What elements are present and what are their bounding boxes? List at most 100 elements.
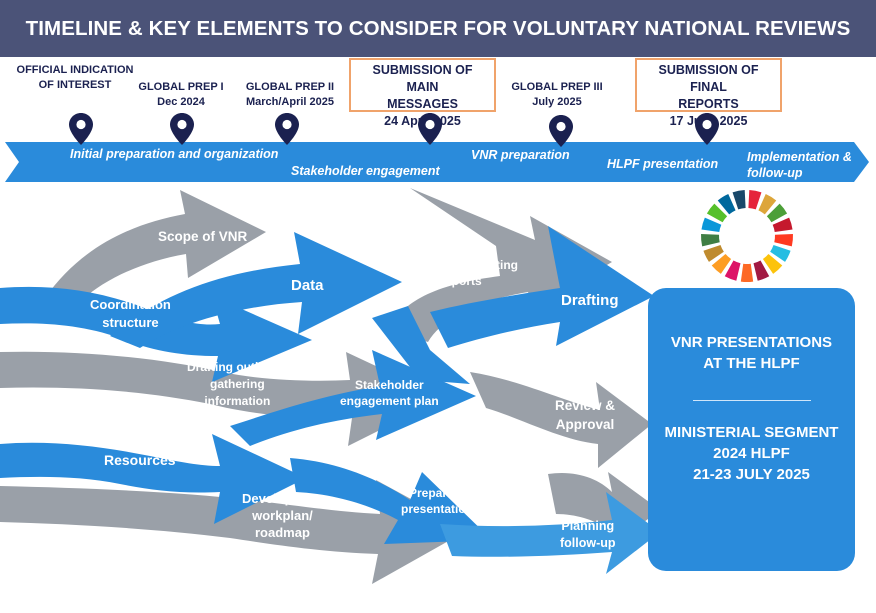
ministerial-segment-date: 21-23 JULY 2025 xyxy=(693,466,810,483)
label-drawing-existing-reports: Drawing on existing reports xyxy=(404,257,518,289)
arrow-drawing-existing-reports xyxy=(388,188,612,342)
flow-line: workplan/ xyxy=(252,508,313,523)
sdg-wheel-segment xyxy=(711,253,732,274)
flow-line: Developing a xyxy=(242,491,323,506)
flow-line: Drafting outline & xyxy=(187,360,288,374)
map-pin-icon xyxy=(418,113,442,145)
page-title: TIMELINE & KEY ELEMENTS TO CONSIDER FOR … xyxy=(0,0,876,57)
flow-line: Approval xyxy=(555,417,615,432)
milestone-line: GLOBAL PREP I xyxy=(138,81,224,93)
flow-line: engagement plan xyxy=(340,394,439,408)
phase-implementation-follow-up: Implementation & follow-up xyxy=(747,149,852,181)
milestone-line: MESSAGES xyxy=(387,97,458,111)
milestone-line: SUBMISSION OF FINAL xyxy=(658,63,759,94)
phase-line: follow-up xyxy=(747,166,803,180)
flow-line: presentation xyxy=(401,502,474,516)
milestone-line: OFFICIAL INDICATION xyxy=(16,64,134,76)
label-drafting-outline: Drafting outline & gathering information xyxy=(187,359,288,410)
phase-vnr-preparation: VNR preparation xyxy=(471,148,570,162)
vnr-box-divider xyxy=(692,400,811,401)
vnr-presentations-box: VNR PRESENTATIONS AT THE HLPF MINISTERIA… xyxy=(648,288,855,571)
vnr-box-title-line: VNR PRESENTATIONS xyxy=(670,334,833,351)
arrow-preparing-presentation xyxy=(290,458,492,544)
map-pin-icon xyxy=(695,113,719,145)
phase-stakeholder-engagement: Stakeholder engagement xyxy=(291,164,440,178)
map-pin-icon xyxy=(549,115,573,147)
arrow-gray-lower xyxy=(548,472,660,552)
label-coordination-structure: Coordination structure xyxy=(90,296,171,332)
label-drafting: Drafting xyxy=(561,292,619,309)
arrow-review-approval xyxy=(470,372,652,468)
arrow-scope-of-vnr xyxy=(45,190,266,300)
vnr-box-title-line: AT THE HLPF xyxy=(703,355,800,372)
blue-arrows xyxy=(0,226,654,544)
label-resources: Resources xyxy=(104,452,176,468)
label-planning-follow-up: Planning follow-up xyxy=(560,518,616,552)
milestone-global-prep-1: GLOBAL PREP I Dec 2024 xyxy=(126,80,236,110)
label-stakeholder-engagement-plan: Stakeholder engagement plan xyxy=(340,377,439,409)
label-developing-workplan: Developing a workplan/ roadmap xyxy=(242,490,323,541)
sdg-wheel-segment xyxy=(758,193,777,215)
sdg-wheel-segment xyxy=(706,203,728,223)
flow-line: Coordination xyxy=(90,297,171,312)
map-pin-icon xyxy=(170,113,194,145)
milestone-line: March/April 2025 xyxy=(245,96,335,108)
flow-line: roadmap xyxy=(255,525,310,540)
arrow-resources xyxy=(0,434,306,524)
arrow-data xyxy=(110,232,402,348)
map-pin-icon xyxy=(275,113,299,145)
milestone-official-indication: OFFICIAL INDICATION OF INTEREST xyxy=(12,63,138,93)
flow-line: Planning xyxy=(561,519,615,533)
sdg-wheel-segment xyxy=(703,245,724,262)
sdg-wheel-segment xyxy=(762,253,783,274)
label-data: Data xyxy=(291,277,324,294)
milestone-main-messages: SUBMISSION OF MAIN MESSAGES 24 April 202… xyxy=(349,58,496,128)
gray-arrows xyxy=(0,188,660,584)
flow-line: follow-up xyxy=(560,536,616,550)
light-blue-arrows xyxy=(440,492,660,574)
arrow-workplan xyxy=(0,480,468,584)
sdg-wheel-segment xyxy=(724,260,741,281)
sdg-wheel-segment xyxy=(701,217,722,233)
arrow-stake-drop xyxy=(372,306,470,384)
milestone-line: REPORTS xyxy=(678,97,739,111)
sdg-wheel-segment xyxy=(717,193,736,215)
label-review-approval: Review & Approval xyxy=(555,396,615,434)
milestone-line: GLOBAL PREP II xyxy=(245,81,335,93)
milestone-global-prep-2: GLOBAL PREP II March/April 2025 xyxy=(236,80,344,110)
sdg-wheel-segment xyxy=(772,217,793,233)
phase-line: Implementation & xyxy=(747,150,852,164)
flow-line: reports xyxy=(440,274,482,288)
arrow-planning-follow-up xyxy=(440,492,660,574)
milestone-line: OF INTEREST xyxy=(38,79,112,91)
flow-line: gathering xyxy=(210,377,265,391)
sdg-wheel-segment xyxy=(732,190,746,210)
flow-line: Stakeholder xyxy=(354,378,424,392)
phase-initial-preparation: Initial preparation and organization xyxy=(70,147,279,161)
milestone-line: SUBMISSION OF MAIN xyxy=(372,63,473,94)
flow-line: Review & xyxy=(555,398,616,413)
timeline-band xyxy=(5,142,869,182)
sdg-wheel-segment xyxy=(774,234,794,247)
milestone-line: July 2025 xyxy=(532,96,582,108)
flow-line: structure xyxy=(102,315,159,330)
sdg-wheel-segment xyxy=(740,263,754,282)
map-pin-icon xyxy=(69,113,93,145)
timeline-arrow xyxy=(5,142,869,182)
phase-hlpf-presentation: HLPF presentation xyxy=(607,157,719,171)
sdg-wheel-segment xyxy=(700,234,720,247)
milestone-global-prep-3: GLOBAL PREP III July 2025 xyxy=(503,80,611,110)
label-scope-of-vnr: Scope of VNR xyxy=(158,229,248,244)
milestone-line: Dec 2024 xyxy=(157,96,205,108)
arrow-stakeholder-engagement xyxy=(230,350,476,446)
arrow-drafting xyxy=(430,226,654,348)
flow-line: information xyxy=(204,394,271,408)
flow-line: Preparing xyxy=(409,486,466,500)
sdg-wheel-segment xyxy=(753,260,770,281)
sdg-wheel-segment xyxy=(748,190,762,210)
label-preparing-presentation: Preparing presentation xyxy=(401,485,473,517)
sdg-wheel-segment xyxy=(766,203,788,223)
milestone-line: GLOBAL PREP III xyxy=(511,81,603,93)
